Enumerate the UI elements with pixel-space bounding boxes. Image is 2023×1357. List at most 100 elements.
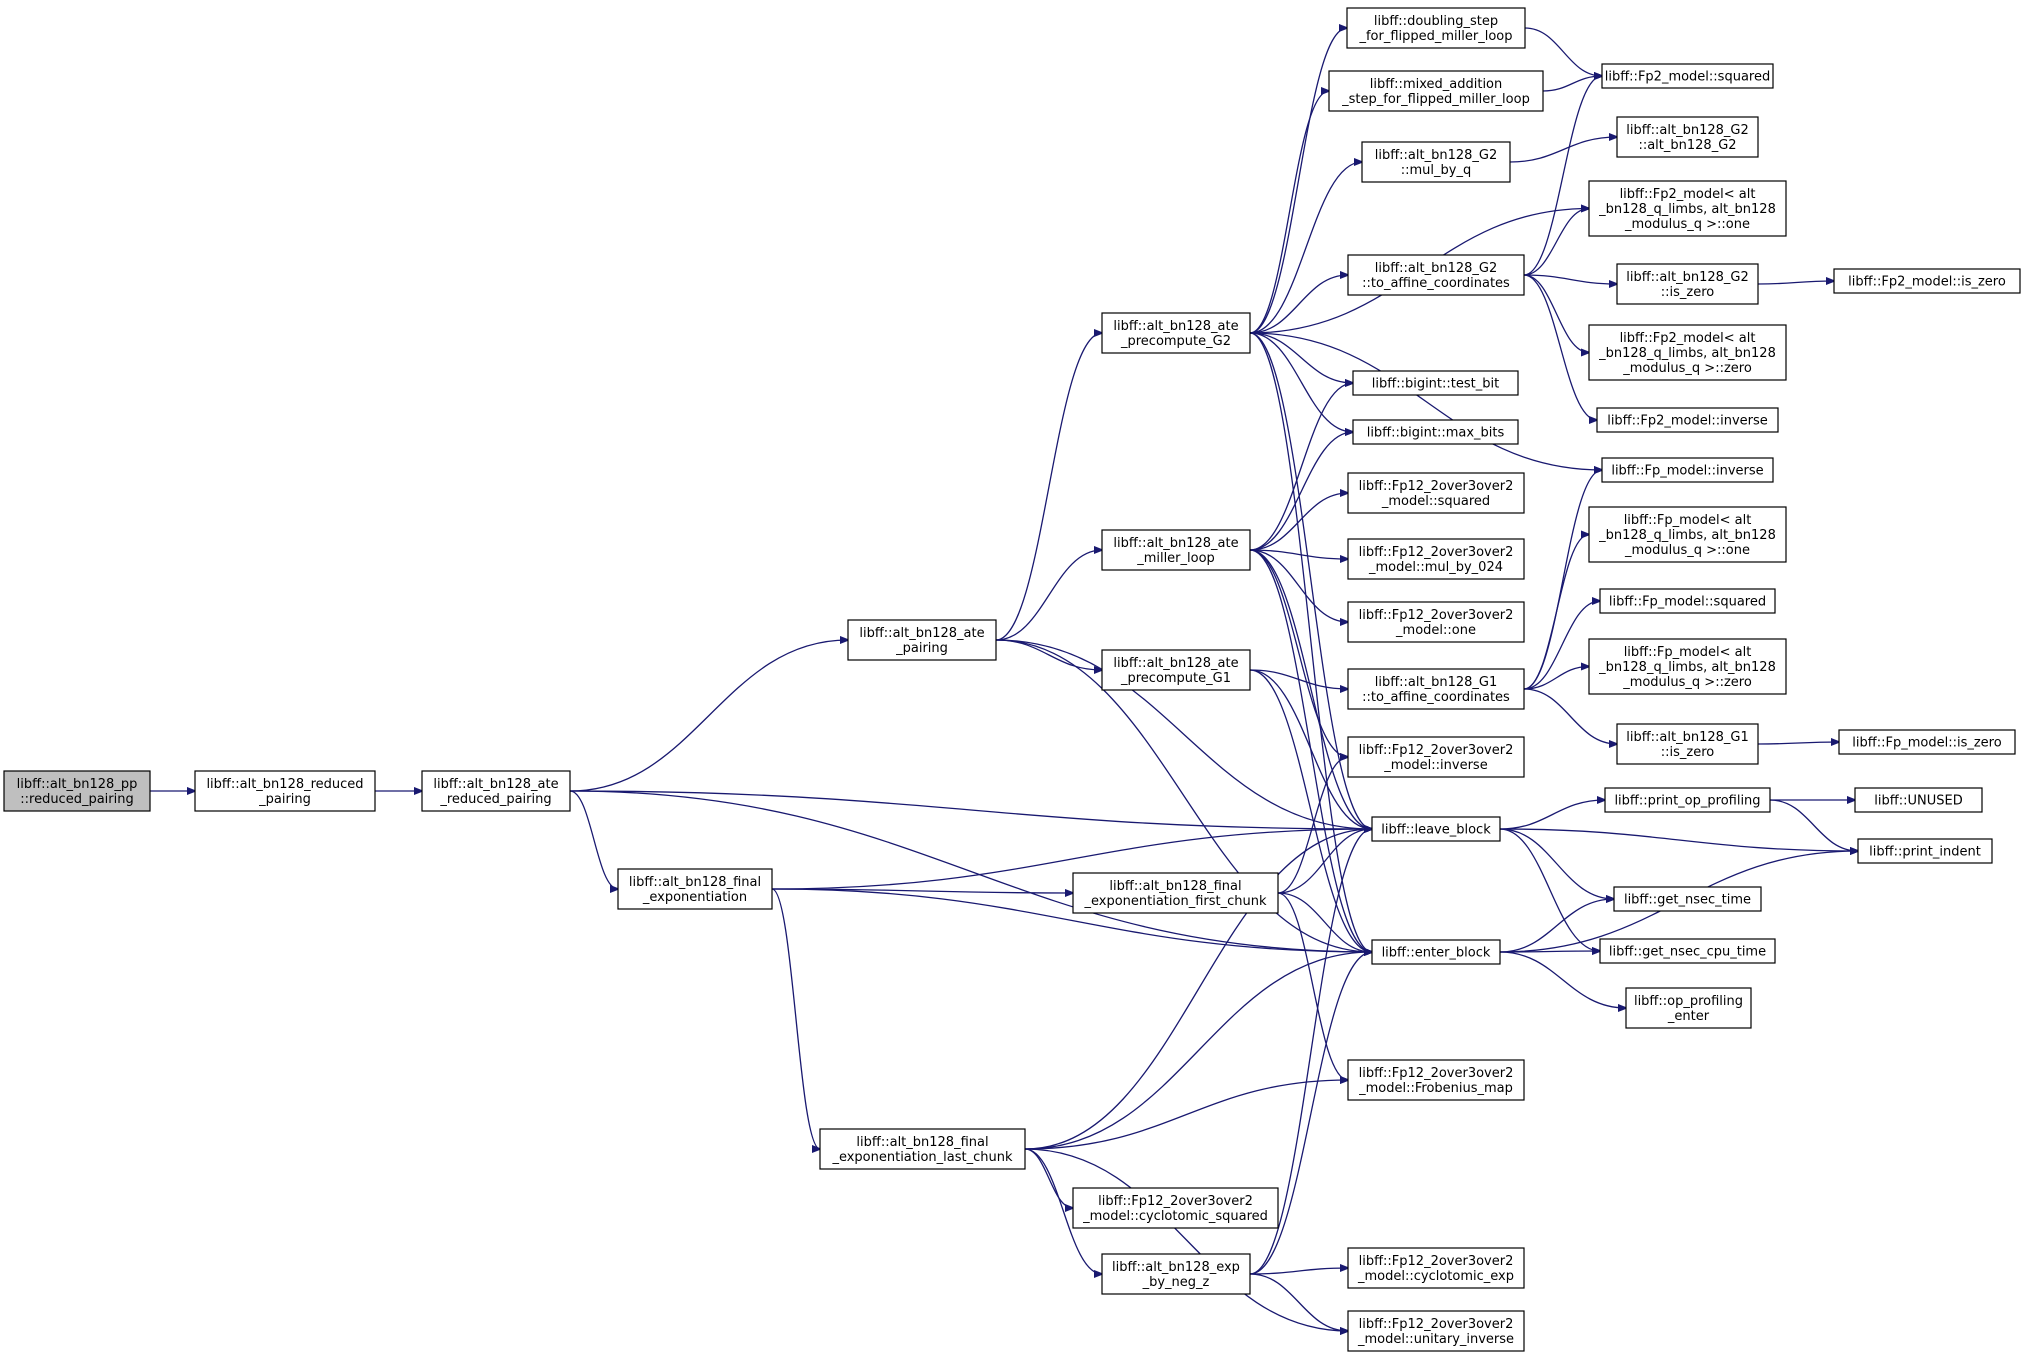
node-label: _precompute_G1 (1120, 671, 1231, 686)
edge-miller_loop-to-fp12_mul_by_024 (1249, 549, 1348, 559)
node-label: _miller_loop (1136, 551, 1215, 566)
node-fp_inverse[interactable]: libff::Fp_model::inverse (1601, 457, 1774, 483)
edge-final_exp-to-final_exp_last (771, 888, 820, 1149)
node-box (1101, 1253, 1251, 1295)
node-box (1616, 723, 1759, 765)
node-fp12_inverse[interactable]: libff::Fp12_2over3over2_model::inverse (1347, 736, 1525, 778)
node-fp_is_zero[interactable]: libff::Fp_model::is_zero (1838, 729, 2016, 755)
node-mixed_addition[interactable]: libff::mixed_addition_step_for_flipped_m… (1328, 70, 1544, 112)
node-label: libff::alt_bn128_pp (17, 777, 138, 792)
edge-final_exp_first-to-enter_block (1277, 892, 1372, 952)
node-reduced_pairing[interactable]: libff::alt_bn128_reduced_pairing (194, 770, 376, 812)
edge-enter_block-to-get_nsec_time (1499, 899, 1614, 953)
node-label: libff::Fp12_2over3over2 (1359, 1066, 1514, 1081)
node-label: libff::alt_bn128_G1 (1375, 675, 1498, 690)
node-label: _modulus_q >::zero (1622, 675, 1752, 690)
node-label: libff::alt_bn128_reduced (206, 777, 363, 792)
node-label: libff::Fp12_2over3over2 (1098, 1194, 1253, 1209)
node-fp2_one[interactable]: libff::Fp2_model< alt_bn128_q_limbs, alt… (1588, 180, 1787, 237)
edge-final_exp_first-to-leave_block (1277, 829, 1372, 894)
edge-g1_to_affine-to-g1_is_zero (1523, 688, 1617, 744)
node-box (1347, 1310, 1525, 1352)
node-g2_mul_by_q[interactable]: libff::alt_bn128_G2::mul_by_q (1361, 141, 1511, 183)
node-unused[interactable]: libff::UNUSED (1854, 787, 1983, 813)
node-get_nsec_cpu_time[interactable]: libff::get_nsec_cpu_time (1599, 938, 1776, 964)
node-label: ::is_zero (1661, 285, 1715, 300)
node-fp12_cyclotomic_exp[interactable]: libff::Fp12_2over3over2_model::cyclotomi… (1347, 1247, 1525, 1289)
node-fp12_mul_by_024[interactable]: libff::Fp12_2over3over2_model::mul_by_02… (1347, 538, 1525, 580)
node-fp12_frobenius[interactable]: libff::Fp12_2over3over2_model::Frobenius… (1347, 1059, 1525, 1101)
edge-ate_reduced_pairing-to-final_exp (569, 790, 618, 889)
node-g1_to_affine[interactable]: libff::alt_bn128_G1::to_affine_coordinat… (1347, 668, 1525, 710)
node-reduced_pairing_pp[interactable]: libff::alt_bn128_pp::reduced_pairing (3, 770, 151, 812)
node-box (1599, 938, 1776, 964)
node-get_nsec_time[interactable]: libff::get_nsec_time (1613, 886, 1762, 912)
edge-precompute_g1-to-enter_block (1249, 669, 1372, 952)
node-box (1347, 736, 1525, 778)
node-final_exp_last[interactable]: libff::alt_bn128_final_exponentiation_la… (819, 1128, 1026, 1170)
edge-precompute_g1-to-g1_to_affine (1249, 669, 1348, 689)
node-box (1854, 787, 1983, 813)
node-box (1101, 312, 1251, 354)
node-label: libff::alt_bn128_final (629, 875, 761, 890)
node-fp12_one[interactable]: libff::Fp12_2over3over2_model::one (1347, 601, 1525, 643)
node-label: _model::Frobenius_map (1358, 1081, 1513, 1096)
node-box (1347, 472, 1525, 514)
node-box (1833, 268, 2021, 294)
node-print_indent[interactable]: libff::print_indent (1857, 838, 1993, 864)
edge-ate_pairing-to-miller_loop (995, 550, 1102, 641)
node-label: libff::Fp12_2over3over2 (1359, 545, 1514, 560)
node-ate_pairing[interactable]: libff::alt_bn128_ate_pairing (847, 619, 997, 661)
node-fp_squared[interactable]: libff::Fp_model::squared (1599, 588, 1776, 614)
node-final_exp[interactable]: libff::alt_bn128_final_exponentiation (617, 868, 773, 910)
node-enter_block[interactable]: libff::enter_block (1371, 939, 1501, 965)
node-fp2_is_zero[interactable]: libff::Fp2_model::is_zero (1833, 268, 2021, 294)
node-box (1101, 649, 1251, 691)
node-fp_zero[interactable]: libff::Fp_model< alt_bn128_q_limbs, alt_… (1588, 638, 1787, 695)
node-box (3, 770, 151, 812)
node-label: _by_neg_z (1142, 1275, 1210, 1290)
node-box (1613, 886, 1762, 912)
edge-exp_by_neg_z-to-fp12_unitary_inverse (1249, 1273, 1348, 1331)
node-miller_loop[interactable]: libff::alt_bn128_ate_miller_loop (1101, 529, 1251, 571)
node-label: _exponentiation_last_chunk (831, 1150, 1013, 1165)
node-precompute_g1[interactable]: libff::alt_bn128_ate_precompute_G1 (1101, 649, 1251, 691)
node-bigint_max_bits[interactable]: libff::bigint::max_bits (1352, 419, 1519, 445)
node-fp2_zero[interactable]: libff::Fp2_model< alt_bn128_q_limbs, alt… (1588, 324, 1787, 381)
node-label: ::to_affine_coordinates (1362, 690, 1510, 705)
node-g2_ctor[interactable]: libff::alt_bn128_G2::alt_bn128_G2 (1616, 116, 1759, 158)
node-label: libff::Fp_model< alt (1624, 513, 1752, 528)
node-doubling_step[interactable]: libff::doubling_step_for_flipped_miller_… (1346, 7, 1526, 49)
node-box (1361, 141, 1511, 183)
node-exp_by_neg_z[interactable]: libff::alt_bn128_exp_by_neg_z (1101, 1253, 1251, 1295)
node-op_profiling_enter[interactable]: libff::op_profiling_enter (1625, 987, 1752, 1029)
edge-final_exp_last-to-enter_block (1024, 952, 1372, 1150)
edge-miller_loop-to-leave_block (1249, 549, 1372, 829)
node-fp12_squared[interactable]: libff::Fp12_2over3over2_model::squared (1347, 472, 1525, 514)
edge-ate_pairing-to-precompute_g2 (995, 333, 1102, 641)
node-box (1072, 872, 1279, 914)
edge-doubling_step-to-fp2_squared (1524, 27, 1602, 76)
node-fp2_inverse[interactable]: libff::Fp2_model::inverse (1596, 407, 1779, 433)
node-box (1371, 939, 1501, 965)
node-fp2_squared[interactable]: libff::Fp2_model::squared (1601, 63, 1774, 89)
node-precompute_g2[interactable]: libff::alt_bn128_ate_precompute_G2 (1101, 312, 1251, 354)
edge-leave_block-to-print_op_profiling (1499, 800, 1605, 830)
node-g2_is_zero[interactable]: libff::alt_bn128_G2::is_zero (1616, 263, 1759, 305)
node-print_op_profiling[interactable]: libff::print_op_profiling (1604, 787, 1771, 813)
node-leave_block[interactable]: libff::leave_block (1371, 816, 1501, 842)
node-fp_one[interactable]: libff::Fp_model< alt_bn128_q_limbs, alt_… (1588, 506, 1787, 563)
node-label: libff::Fp2_model::inverse (1607, 414, 1768, 429)
node-g2_to_affine[interactable]: libff::alt_bn128_G2::to_affine_coordinat… (1347, 254, 1525, 296)
node-label: _bn128_q_limbs, alt_bn128 (1598, 660, 1776, 675)
node-cyclotomic_squared[interactable]: libff::Fp12_2over3over2_model::cyclotomi… (1072, 1187, 1279, 1229)
node-fp12_unitary_inverse[interactable]: libff::Fp12_2over3over2_model::unitary_i… (1347, 1310, 1525, 1352)
node-label: libff::op_profiling (1634, 994, 1743, 1009)
node-label: libff::doubling_step (1374, 14, 1498, 29)
node-bigint_test_bit[interactable]: libff::bigint::test_bit (1352, 370, 1519, 396)
node-label: libff::Fp2_model::is_zero (1848, 275, 2006, 290)
node-label: libff::Fp12_2over3over2 (1359, 1317, 1514, 1332)
node-final_exp_first[interactable]: libff::alt_bn128_final_exponentiation_fi… (1072, 872, 1279, 914)
node-ate_reduced_pairing[interactable]: libff::alt_bn128_ate_reduced_pairing (421, 770, 571, 812)
node-g1_is_zero[interactable]: libff::alt_bn128_G1::is_zero (1616, 723, 1759, 765)
